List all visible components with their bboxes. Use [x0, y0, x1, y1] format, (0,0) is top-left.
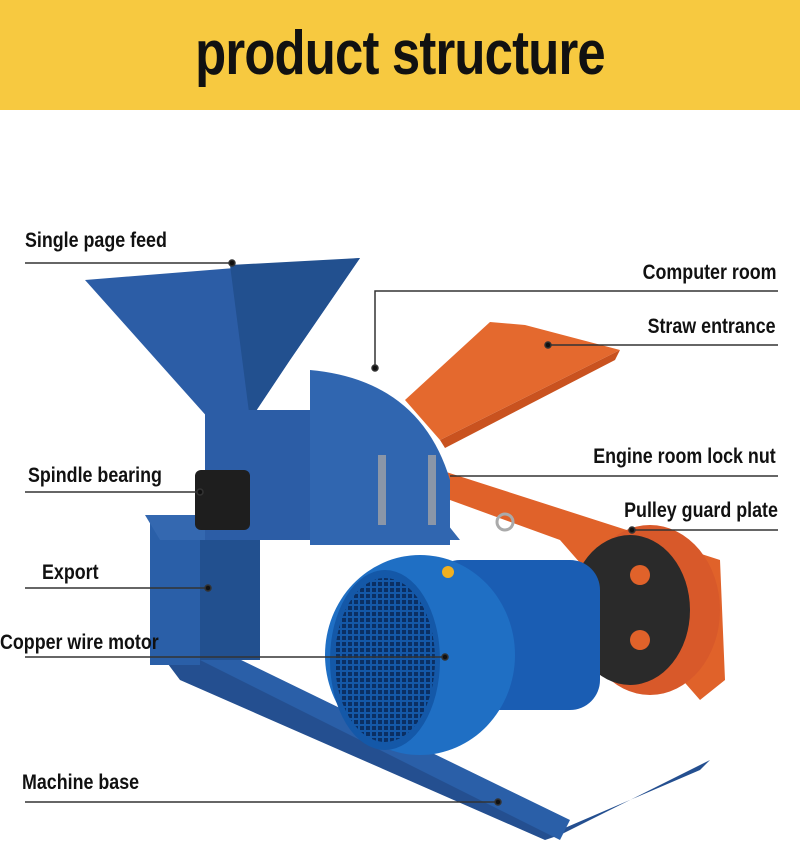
label-machine-base: Machine base [22, 771, 140, 794]
straw-entrance-chute [405, 322, 620, 440]
label-single-page-feed: Single page feed [25, 229, 167, 252]
label-export: Export [42, 561, 99, 584]
spindle-bearing [195, 470, 250, 530]
leader-lines [25, 259, 778, 806]
title-banner: product structure [0, 0, 800, 110]
page-title: product structure [195, 19, 606, 88]
label-straw-entrance: Straw entrance [648, 315, 776, 338]
label-pulley-guard-plate: Pulley guard plate [624, 499, 778, 522]
label-copper-wire-motor: Copper wire motor [0, 631, 159, 654]
label-computer-room: Computer room [642, 261, 776, 284]
label-engine-room-lock-nut: Engine room lock nut [593, 445, 776, 468]
label-spindle-bearing: Spindle bearing [28, 464, 162, 487]
